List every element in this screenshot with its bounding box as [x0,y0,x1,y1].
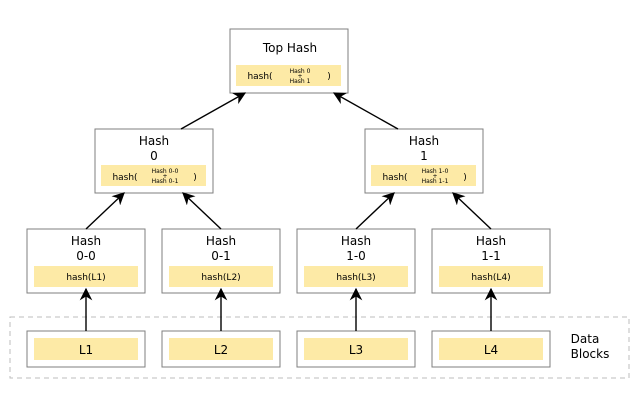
hash-1-prefix: hash( [382,173,407,183]
hash-0-title-line1: Hash [139,134,169,148]
hash-1-suffix: ) [463,173,467,183]
leaf-l1: L1 [26,330,146,368]
leaf-l2-label: L2 [214,343,228,357]
hash-1-title-line1: Hash [409,134,439,148]
arrow-hash-0-1-to-hash-0 [182,192,222,230]
arrow-hash-1-1-to-hash-1 [452,192,492,230]
leaf-l4-label: L4 [484,343,498,357]
data-blocks-region [9,316,630,379]
arrow-hash-0-to-top-hash [180,92,247,130]
hash-1-1-value: hash(L4) [471,273,510,283]
leaf-l4: L4 [431,330,551,368]
hash-1-1-title-line2: 1-1 [481,249,501,263]
hash-0-title-line2: 0 [150,149,158,163]
hash-0-1-title-line1: Hash [206,234,236,248]
hash-0-plus: + [162,173,167,180]
hash-1-plus: + [432,173,437,180]
top-hash-arg1: Hash 0 [290,68,311,75]
top-hash-arg2: Hash 1 [290,78,311,85]
hash-1-0-value: hash(L3) [336,273,375,283]
hash-0-arg1: Hash 0-0 [152,168,179,175]
hash-0-0-value: hash(L1) [66,273,105,283]
hash-0-1-title-line2: 0-1 [211,249,231,263]
arrow-hash-1-0-to-hash-1 [355,192,395,230]
hash-1-arg1: Hash 1-0 [422,168,449,175]
hash-0-prefix: hash( [112,173,137,183]
data-blocks-label-line2: Blocks [571,347,610,361]
top-hash-plus: + [297,73,302,80]
leaf-l3-label: L3 [349,343,363,357]
leaf-l2: L2 [161,330,281,368]
hash-1-0-title-line2: 1-0 [346,249,366,263]
arrow-hash-0-0-to-hash-0 [85,192,125,230]
hash-0-0-title-line2: 0-0 [76,249,96,263]
hash-0-1-value: hash(L2) [201,273,240,283]
hash-1-node: Hash 1 hash( Hash 1-0 + Hash 1-1 ) [364,128,484,194]
hash-0-arg2: Hash 0-1 [152,178,179,185]
hash-0-node: Hash 0 hash( Hash 0-0 + Hash 0-1 ) [94,128,214,194]
leaf-l3: L3 [296,330,416,368]
hash-0-0-title-line1: Hash [71,234,101,248]
leaf-l1-label: L1 [79,343,93,357]
hash-0-suffix: ) [193,173,197,183]
hash-0-0-node: Hash 0-0 hash(L1) [26,228,146,294]
hash-1-1-title-line1: Hash [476,234,506,248]
arrow-hash-1-to-top-hash [332,92,399,130]
hash-1-arg2: Hash 1-1 [422,178,449,185]
hash-1-0-node: Hash 1-0 hash(L3) [296,228,416,294]
top-hash-suffix: ) [327,72,331,82]
data-blocks-label-line1: Data [571,332,600,346]
hash-1-1-node: Hash 1-1 hash(L4) [431,228,551,294]
hash-1-title-line2: 1 [420,149,428,163]
top-hash-title: Top Hash [262,41,317,55]
top-hash-prefix: hash( [247,72,272,82]
top-hash-node: Top Hash hash( Hash 0 + Hash 1 ) [229,28,349,94]
hash-1-0-title-line1: Hash [341,234,371,248]
hash-0-1-node: Hash 0-1 hash(L2) [161,228,281,294]
